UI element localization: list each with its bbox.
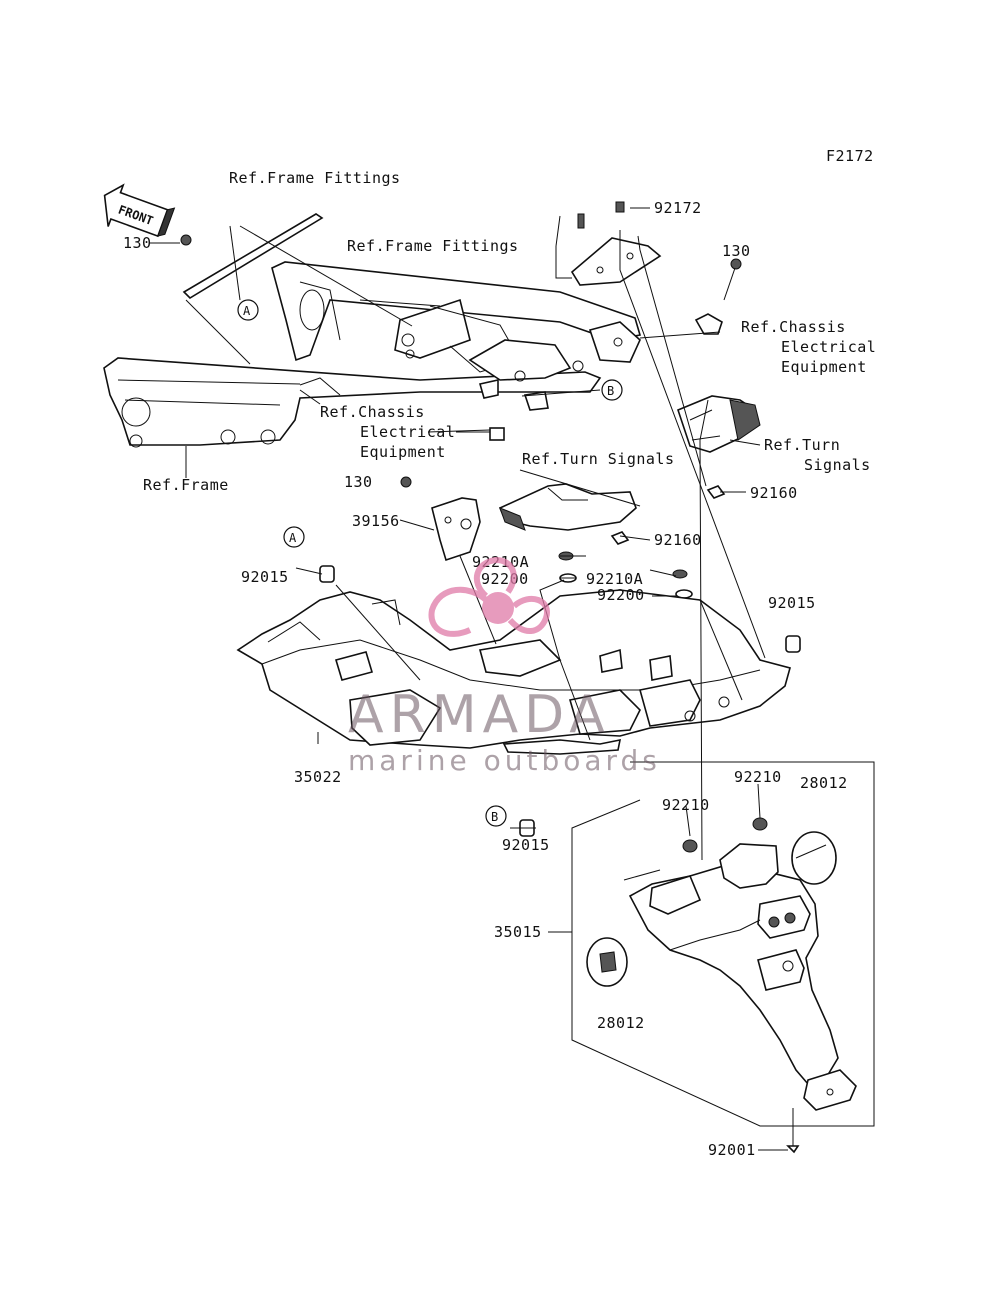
turn-signal-center: [498, 483, 637, 545]
ref-chassis-left-line1: Ref.Chassis: [320, 403, 425, 421]
part-92200-left: 92200: [481, 570, 529, 588]
part-92001: 92001: [708, 1141, 756, 1159]
ref-frame-fittings-mid: Ref.Frame Fittings: [347, 237, 519, 255]
part-130-right: 130: [722, 242, 751, 260]
watermark-tagline: marine outboards: [348, 744, 661, 777]
callout-b-lower: B: [491, 810, 498, 824]
ref-frame: Ref.Frame: [143, 476, 229, 494]
ref-chassis-right-line2: Electrical: [781, 338, 876, 356]
part-92210A-right: 92210A: [586, 570, 643, 588]
part-35022: 35022: [294, 768, 342, 786]
ref-chassis-left-line3: Equipment: [360, 443, 446, 461]
rear-frame-illustration: [103, 261, 642, 448]
part-92160-center: 92160: [654, 531, 702, 549]
part-92015-right: 92015: [768, 594, 816, 612]
part-130-mid: 130: [344, 473, 373, 491]
rear-fender-35015: [586, 817, 857, 1154]
part-92160-right: 92160: [750, 484, 798, 502]
part-92210-right: 92210: [734, 768, 782, 786]
figure-code: F2172: [826, 147, 874, 165]
ref-turn-signals-right-line1: Ref.Turn: [764, 436, 840, 454]
callout-b-upper: B: [607, 384, 614, 398]
part-92210-mid: 92210: [662, 796, 710, 814]
frame-fitting-strip: [150, 213, 324, 300]
part-130-top-left: 130: [123, 234, 152, 252]
propeller-logo-icon: [428, 556, 550, 637]
callout-circles: A A B B: [237, 299, 623, 827]
ref-chassis-right-line1: Ref.Chassis: [741, 318, 846, 336]
part-35015: 35015: [494, 923, 542, 941]
frame-fitting-bracket: [570, 201, 662, 286]
watermark-brand: ARMADA: [348, 685, 611, 745]
part-28012-left: 28012: [597, 1014, 645, 1032]
ref-chassis-right-line3: Equipment: [781, 358, 867, 376]
part-28012-right: 28012: [800, 774, 848, 792]
front-arrow-icon: FRONT: [103, 183, 176, 238]
callout-a-lower: A: [289, 531, 297, 545]
turn-signal-right: [677, 258, 761, 499]
callout-a-upper: A: [243, 304, 251, 318]
part-92172: 92172: [654, 199, 702, 217]
part-92200-right: 92200: [597, 586, 645, 604]
ref-frame-fittings-top: Ref.Frame Fittings: [229, 169, 401, 187]
leader-lines: [185, 215, 875, 1151]
armada-watermark: ARMADA marine outboards: [348, 556, 661, 777]
part-92015-bottom: 92015: [502, 836, 550, 854]
part-39156: 39156: [352, 512, 400, 530]
ref-chassis-left-line2: Electrical: [360, 423, 455, 441]
ref-turn-signals-center: Ref.Turn Signals: [522, 450, 675, 468]
ref-turn-signals-right-line2: Signals: [804, 456, 871, 474]
bracket-39156: [431, 497, 481, 562]
part-92015-left: 92015: [241, 568, 289, 586]
